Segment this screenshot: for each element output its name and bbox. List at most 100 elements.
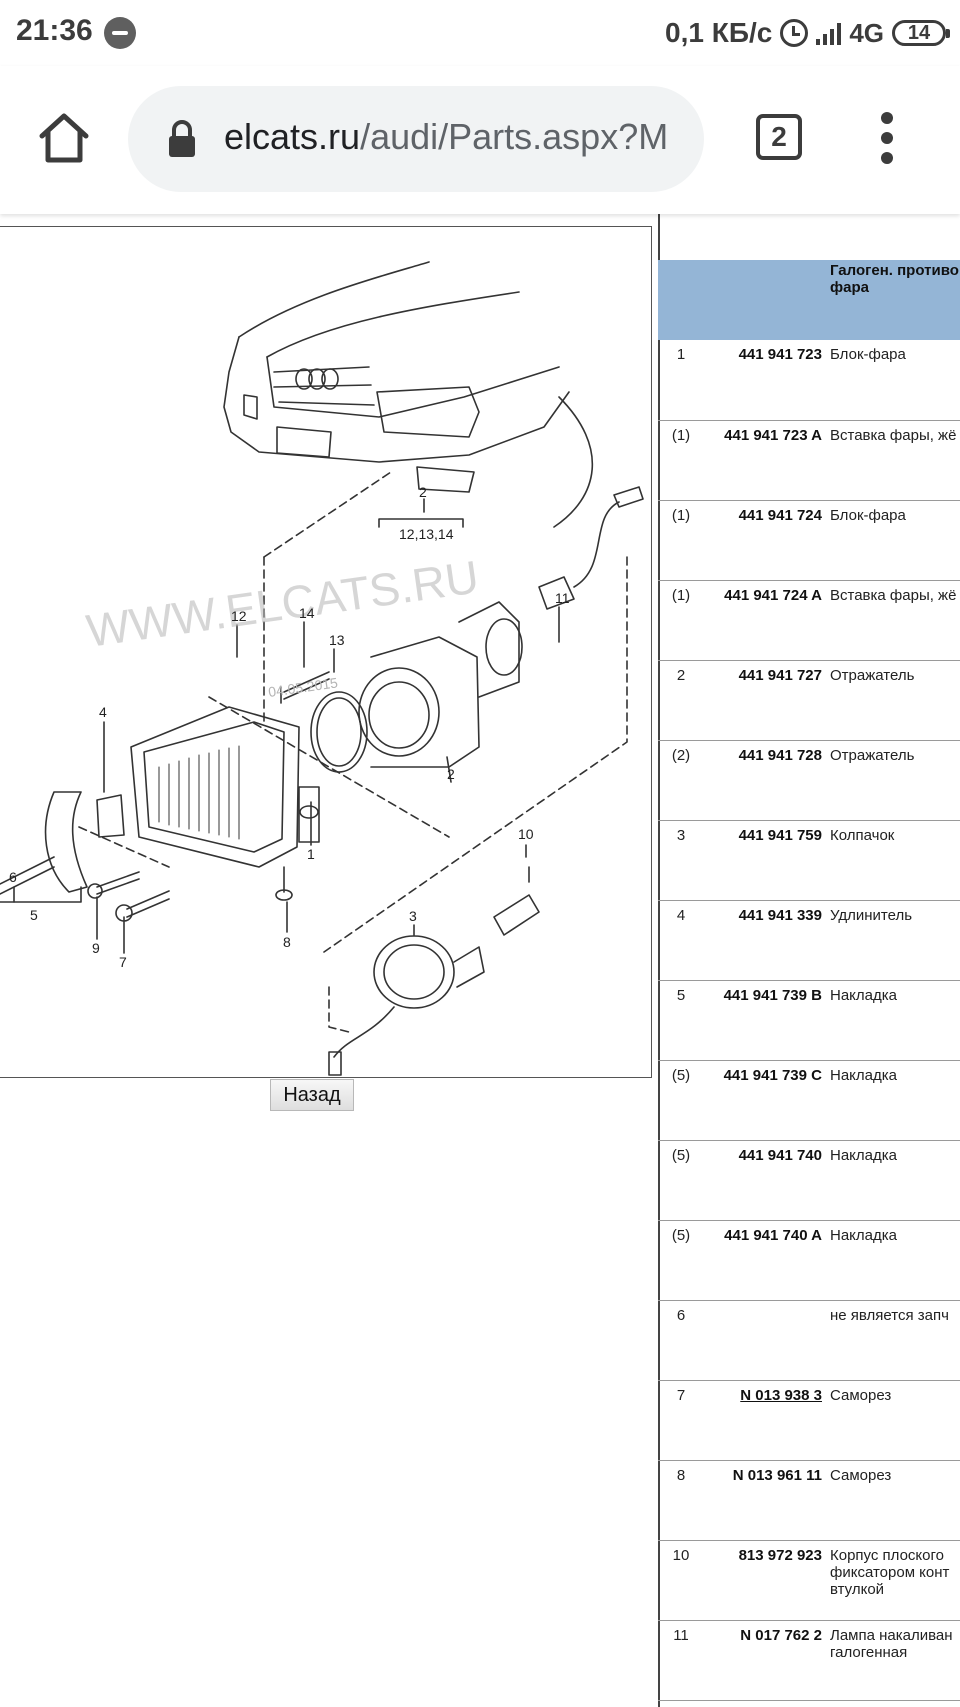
callout: 6 bbox=[9, 869, 17, 885]
row-part-number: 813 972 923 bbox=[704, 1540, 826, 1621]
callout: 10 bbox=[518, 826, 534, 842]
callout: 9 bbox=[92, 940, 100, 956]
row-position: (5) bbox=[658, 1220, 704, 1301]
row-part-number: 441 941 724 bbox=[704, 500, 826, 581]
network-speed: 0,1 КБ/с bbox=[665, 17, 773, 48]
watermark: WWW.ELCATS.RU bbox=[83, 550, 482, 657]
row-description: Удлинитель bbox=[826, 900, 960, 981]
row-part-number[interactable]: N 013 938 3 bbox=[704, 1380, 826, 1461]
date-stamp: 04.05.2015 bbox=[267, 674, 339, 700]
part-number: 441 941 723 bbox=[738, 346, 822, 363]
home-button[interactable] bbox=[36, 110, 92, 166]
row-position: 4 bbox=[658, 900, 704, 981]
header-pos bbox=[658, 260, 704, 340]
menu-dot bbox=[881, 132, 893, 144]
callout: 1 bbox=[307, 846, 315, 862]
row-part-number: 441 941 723 A bbox=[704, 420, 826, 501]
part-number: N 017 762 2 bbox=[740, 1626, 822, 1644]
row-description: Отражатель bbox=[826, 740, 960, 821]
row-description: Корпус плоского фиксатором конт втулкой bbox=[826, 1540, 960, 1621]
status-time: 21:36 bbox=[16, 14, 93, 47]
row-description: Отражатель bbox=[826, 660, 960, 741]
row-part-number: 441 941 739 B bbox=[704, 980, 826, 1061]
row-description: Лампа накаливан галогенная bbox=[826, 1620, 960, 1701]
address-bar[interactable]: elcats.ru/audi/Parts.aspx?M bbox=[128, 86, 704, 192]
back-button[interactable]: Назад bbox=[270, 1079, 354, 1111]
row-position: 3 bbox=[658, 820, 704, 901]
battery-icon: 14 bbox=[892, 20, 950, 46]
url-path: /audi/Parts.aspx?M bbox=[360, 116, 669, 157]
callout: 13 bbox=[329, 632, 345, 648]
row-part-number: 441 941 724 A bbox=[704, 580, 826, 661]
callout: 3 bbox=[409, 908, 417, 924]
callout: 5 bbox=[30, 907, 38, 923]
tab-switcher-button[interactable]: 2 bbox=[756, 114, 802, 160]
row-description: Накладка bbox=[826, 1140, 960, 1221]
row-part-number: 441 941 339 bbox=[704, 900, 826, 981]
column-divider bbox=[658, 214, 660, 260]
part-number-link[interactable]: N 013 938 3 bbox=[740, 1386, 822, 1404]
row-position: 11 bbox=[658, 1620, 704, 1701]
header-number bbox=[704, 260, 826, 340]
row-position: 2 bbox=[658, 660, 704, 741]
callout: 12 bbox=[231, 608, 247, 624]
row-description: Блок-фара bbox=[826, 500, 960, 581]
row-position: 1 bbox=[658, 340, 704, 421]
callout: 2 bbox=[447, 766, 455, 782]
do-not-disturb-icon bbox=[104, 17, 136, 49]
part-number: 441 941 728 bbox=[738, 746, 822, 764]
row-position: 5 bbox=[658, 980, 704, 1061]
row-position: (1) bbox=[658, 420, 704, 501]
row-description: Блок-фара bbox=[826, 340, 960, 421]
row-position: 7 bbox=[658, 1380, 704, 1461]
row-position: (5) bbox=[658, 1060, 704, 1141]
callout: 4 bbox=[99, 704, 107, 720]
status-bar: 21:36 0,1 КБ/с 4G 14 bbox=[0, 0, 960, 66]
row-description: Колпачок bbox=[826, 820, 960, 901]
callout: 14 bbox=[299, 605, 315, 621]
part-number: 813 972 923 bbox=[738, 1546, 822, 1564]
part-number: 441 941 339 bbox=[738, 906, 822, 924]
row-part-number: N 013 961 11 bbox=[704, 1460, 826, 1541]
row-position: 10 bbox=[658, 1540, 704, 1621]
part-number: 441 941 740 bbox=[738, 1146, 822, 1164]
home-icon bbox=[39, 113, 89, 163]
url-text: elcats.ru/audi/Parts.aspx?M bbox=[224, 116, 668, 158]
row-position: (1) bbox=[658, 500, 704, 581]
part-number: N 013 961 11 bbox=[732, 1466, 822, 1484]
row-part-number: 441 941 728 bbox=[704, 740, 826, 821]
browser-toolbar: elcats.ru/audi/Parts.aspx?M 2 bbox=[0, 66, 960, 214]
parts-diagram[interactable]: WWW.ELCATS.RU 04.05.2015 2 12,13,14 14 1… bbox=[0, 226, 652, 1078]
row-position: 6 bbox=[658, 1300, 704, 1381]
header-title: Галоген. противо фара bbox=[826, 260, 960, 340]
part-number: 441 941 723 A bbox=[724, 426, 822, 444]
row-description: Накладка bbox=[826, 1060, 960, 1141]
row-part-number: N 017 762 2 bbox=[704, 1620, 826, 1701]
row-description: Вставка фары, жё bbox=[826, 420, 960, 501]
table-header-row: Галоген. противо фара bbox=[658, 260, 960, 340]
overflow-menu-button[interactable] bbox=[872, 112, 902, 164]
url-host: elcats.ru bbox=[224, 116, 361, 157]
status-right: 0,1 КБ/с 4G 14 bbox=[665, 14, 950, 52]
callout: 7 bbox=[119, 954, 127, 970]
part-number: 441 941 740 A bbox=[724, 1226, 822, 1244]
